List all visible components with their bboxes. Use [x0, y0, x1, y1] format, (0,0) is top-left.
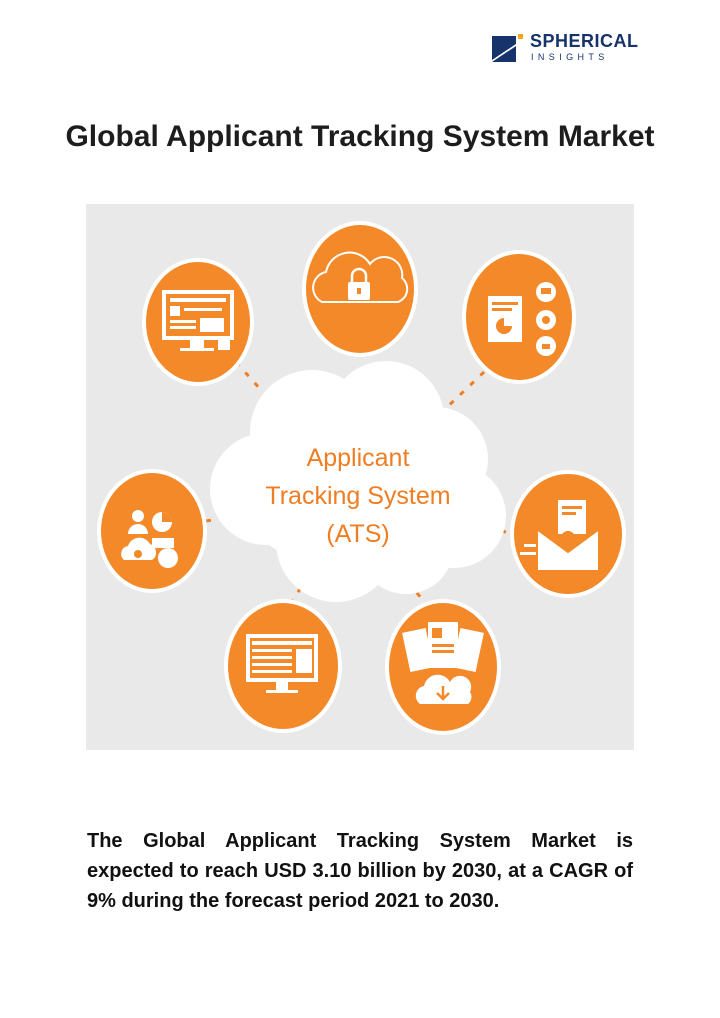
connector-line	[440, 370, 486, 414]
node-monitor-spreadsheet	[224, 599, 342, 733]
ats-diagram: Applicant Tracking System (ATS)	[86, 204, 634, 750]
page-title: Global Applicant Tracking System Market	[65, 120, 655, 153]
people-chart-icon	[121, 510, 178, 568]
node-document-charts	[462, 250, 576, 384]
center-label-line-2: Tracking System	[265, 482, 450, 510]
brand-name: SPHERICAL	[530, 31, 639, 51]
market-summary: The Global Applicant Tracking System Mar…	[87, 830, 633, 912]
connector-line	[234, 361, 280, 410]
node-people-chart	[97, 469, 207, 593]
email-chart-icon	[520, 500, 599, 570]
brand-tagline: INSIGHTS	[531, 52, 609, 62]
center-cloud	[210, 361, 506, 602]
document-charts-icon	[488, 282, 556, 356]
center-label-line-1: Applicant	[307, 444, 410, 472]
node-resume-download	[385, 599, 501, 735]
node-monitor-profile	[142, 258, 254, 386]
cloud-lock-icon	[312, 251, 409, 303]
center-label-line-3: (ATS)	[326, 520, 389, 548]
logo-mark-icon	[492, 34, 523, 62]
resume-download-icon	[402, 622, 484, 704]
node-email-chart	[510, 470, 626, 598]
node-cloud-lock	[302, 221, 418, 357]
monitor-spreadsheet-icon	[246, 634, 318, 693]
brand-logo: SPHERICAL INSIGHTS	[490, 30, 640, 70]
monitor-profile-icon	[162, 290, 234, 351]
